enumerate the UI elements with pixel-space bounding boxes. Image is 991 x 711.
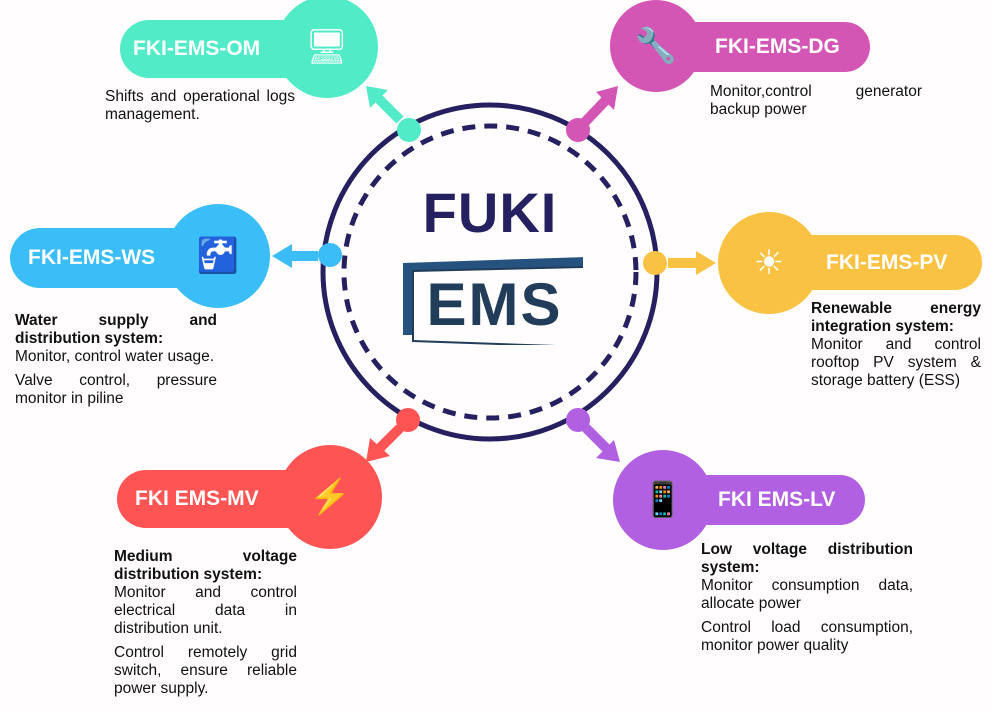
arrowhead-lv xyxy=(596,440,620,462)
module-mv-description: Medium voltage distribution system:Monit… xyxy=(114,548,297,697)
solar-panel-icon: ☀ xyxy=(718,212,820,314)
arrow-om xyxy=(374,94,404,124)
module-ws-description: Water supply and distribution system:Mon… xyxy=(15,312,217,407)
arrowhead-dg xyxy=(596,86,618,110)
module-mv-label: FKI EMS-MV xyxy=(135,487,259,510)
node-dg xyxy=(566,118,590,142)
node-lv xyxy=(566,408,590,432)
module-om-label: FKI-EMS-OM xyxy=(133,37,261,60)
arrow-lv xyxy=(582,424,612,454)
module-lv-description: Low voltage distribution system:Monitor … xyxy=(701,541,913,654)
arrowhead-pv xyxy=(696,251,716,275)
smart-home-phone-icon: 📱 xyxy=(613,450,713,550)
module-pv-label: FKI-EMS-PV xyxy=(826,250,948,274)
module-dg-label: FKI-EMS-DG xyxy=(715,35,840,58)
center-title: FUKI xyxy=(422,181,558,244)
arrow-dg xyxy=(581,96,610,126)
module-om-description: Shifts and operational logs management. xyxy=(105,88,295,123)
module-ws-label: FKI-EMS-WS xyxy=(28,246,156,269)
ems-logo-frame xyxy=(403,257,583,345)
arrowhead-mv xyxy=(366,438,390,462)
wrench-hand-icon: 🔧 xyxy=(610,0,702,92)
water-pipe-icon: 🚰 xyxy=(166,204,270,308)
node-om xyxy=(397,118,421,142)
lightning-cycle-icon: ⚡ xyxy=(278,445,382,549)
module-lv-label: FKI EMS-LV xyxy=(718,488,836,511)
dashed-ring xyxy=(341,123,639,421)
module-pv-description: Renewable energy integration system:Moni… xyxy=(811,300,981,389)
center-logo: EMS xyxy=(426,271,563,338)
arrow-mv xyxy=(376,424,404,452)
node-pv xyxy=(643,251,667,275)
arrowhead-ws xyxy=(272,244,292,268)
node-mv xyxy=(396,408,420,432)
node-ws xyxy=(318,243,342,267)
module-dg-description: Monitor,control generator backup power xyxy=(710,83,922,118)
arrowhead-om xyxy=(366,86,388,108)
monitor-dashboard-icon: 🖥 xyxy=(276,0,378,98)
